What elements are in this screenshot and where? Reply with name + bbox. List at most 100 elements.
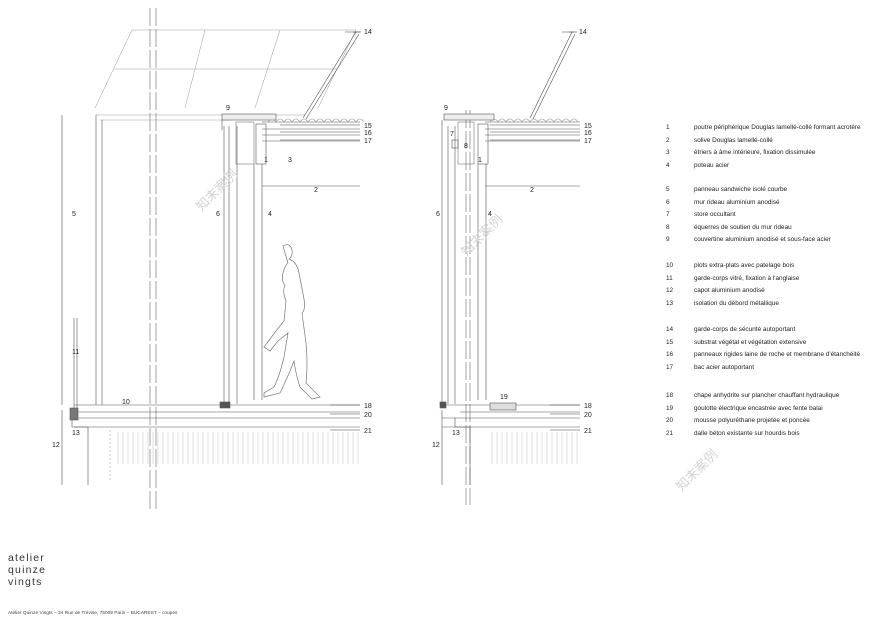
roof-layers-left (262, 118, 365, 187)
leader-lines (280, 31, 580, 431)
callout-left-3: 3 (288, 157, 292, 164)
callout-left-4: 4 (268, 211, 272, 218)
legend-item-number: 18 (666, 392, 674, 399)
acroterion-left (221, 113, 277, 165)
legend-item-number: 14 (666, 326, 674, 333)
legend-item-text: couvertine aluminium anodisé et sous-fac… (694, 236, 831, 244)
legend-item-number: 16 (666, 351, 674, 359)
hourdis-right (491, 432, 578, 464)
callout-right-8: 8 (464, 143, 468, 150)
legend-item-number: 19 (666, 404, 674, 412)
legend-item-text: dalle béton existante sur hourdis bois (694, 429, 800, 437)
callout-left-11: 11 (72, 349, 79, 356)
callout-left-12: 12 (52, 442, 60, 449)
legend-item-text: équerres de soutien du mur rideau (694, 223, 792, 231)
steel-post-right (477, 164, 487, 400)
callout-left-15: 15 (364, 123, 372, 130)
legend-item-number: 17 (666, 363, 674, 371)
curtain-wall-right (441, 120, 456, 404)
callout-right-16: 16 (584, 130, 592, 137)
legend-item-number: 10 (666, 262, 674, 269)
callout-left-17: 17 (364, 138, 372, 145)
callout-right-18: 18 (584, 403, 592, 410)
callout-right-4: 4 (488, 211, 492, 218)
legend-item-number: 1 (666, 124, 670, 131)
roof-layers-right (485, 118, 580, 187)
curtain-wall-left (223, 126, 238, 404)
callout-left-1: 1 (264, 157, 268, 164)
legend-item-text: mousse polyuréthane projetée et poncée (694, 417, 810, 425)
legend-item-text: panneau sandwiche isolé courbe (694, 186, 788, 193)
legend-item-text: mur rideau aluminium anodisé (694, 198, 780, 206)
legend-item-text: panneaux rigides laine de roche et membr… (694, 351, 861, 359)
legend-item-number: 7 (666, 211, 670, 219)
legend-item-text: isolation du débord métallique (694, 299, 779, 307)
caption: Atelier Quinze Vingts – 34 Rue de Trévis… (8, 611, 178, 616)
callout-right-9: 9 (444, 105, 448, 112)
steel-post-left (253, 164, 263, 400)
legend-item-number: 21 (666, 429, 674, 437)
brand-logo: atelier quinze vingts (8, 552, 46, 588)
callout-left-14: 14 (364, 29, 372, 36)
callout-right-7: 7 (450, 131, 454, 138)
callout-left-9: 9 (226, 105, 230, 112)
brand-line-2: quinze (8, 564, 47, 576)
legend-item-text: garde-corps de sécurité autoportant (694, 326, 796, 333)
callout-left-16: 16 (364, 130, 372, 137)
callout-right-1: 1 (478, 157, 482, 164)
legend-item-number: 13 (666, 299, 674, 307)
callout-left-13: 13 (72, 430, 80, 437)
floor-slab-right (439, 401, 580, 485)
legend-item-text: goulotte électrique encastrée avec fente… (694, 404, 823, 412)
callout-right-14: 14 (579, 29, 587, 36)
callout-right-6: 6 (436, 211, 440, 218)
legend-item-text: substrat végétal et végétation extensive (694, 338, 807, 346)
legend-item-text: poutre périphérique Douglas lamellé-coll… (694, 124, 861, 131)
legend-item-number: 3 (666, 149, 670, 157)
guardrail-right (529, 31, 577, 120)
legend-item-text: bac acier autoportant (694, 363, 755, 371)
callout-left-18: 18 (364, 403, 372, 410)
legend-item-number: 4 (666, 161, 670, 169)
callout-right-15: 15 (584, 123, 592, 130)
callout-left-2: 2 (314, 187, 318, 194)
legend-item-text: capot aluminium anodisé (694, 287, 765, 295)
callout-right-21: 21 (584, 428, 592, 435)
callout-right-12: 12 (432, 442, 440, 449)
callout-right-20: 20 (584, 412, 592, 419)
legend-item-number: 15 (666, 338, 674, 346)
legend-item-number: 2 (666, 136, 670, 144)
legend-item-number: 9 (666, 236, 670, 244)
guardrail-left (302, 31, 361, 120)
glass-guardrail-left (73, 318, 78, 410)
person-silhouette (263, 244, 321, 400)
legend-item-text: garde-corps vitré, fixation à l'anglaise (694, 274, 800, 282)
legend-item-text: store occultant (694, 211, 736, 219)
legend-item-number: 6 (666, 198, 670, 206)
brand-line-3: vingts (8, 576, 43, 588)
callout-left-10: 10 (122, 399, 130, 406)
callout-left-21: 21 (364, 428, 372, 435)
axis-line-right (465, 110, 471, 505)
callout-right-17: 17 (584, 138, 592, 145)
legend-item-text: étriers à âme intérieure, fixation dissi… (694, 149, 816, 157)
acroterion-right (443, 113, 495, 165)
callout-left-6: 6 (216, 211, 220, 218)
legend-item-number: 20 (666, 417, 674, 425)
panel-5-left (61, 115, 103, 405)
section-drawing: 14 9 15 16 17 1 3 2 5 6 4 11 10 18 20 21… (52, 8, 592, 510)
legend-item-text: solive Douglas lamellé-collé (694, 136, 773, 144)
floor-slab-left (61, 401, 360, 485)
legend-item-text: chape anhydrite sur plancher chauffant h… (694, 392, 840, 399)
legend-item-number: 12 (666, 287, 674, 295)
legend-item-text: plots extra-plats avec patelage bois (694, 262, 795, 269)
legend-item-text: poteau acier (694, 161, 730, 169)
brand-line-1: atelier (8, 552, 45, 564)
legend-item-number: 5 (666, 186, 670, 193)
callout-right-13: 13 (452, 430, 460, 437)
callout-left-5: 5 (72, 211, 76, 218)
legend-item-number: 8 (666, 223, 670, 231)
callout-left-20: 20 (364, 412, 372, 419)
hourdis-left (117, 432, 359, 464)
legend-item-number: 11 (666, 274, 673, 282)
